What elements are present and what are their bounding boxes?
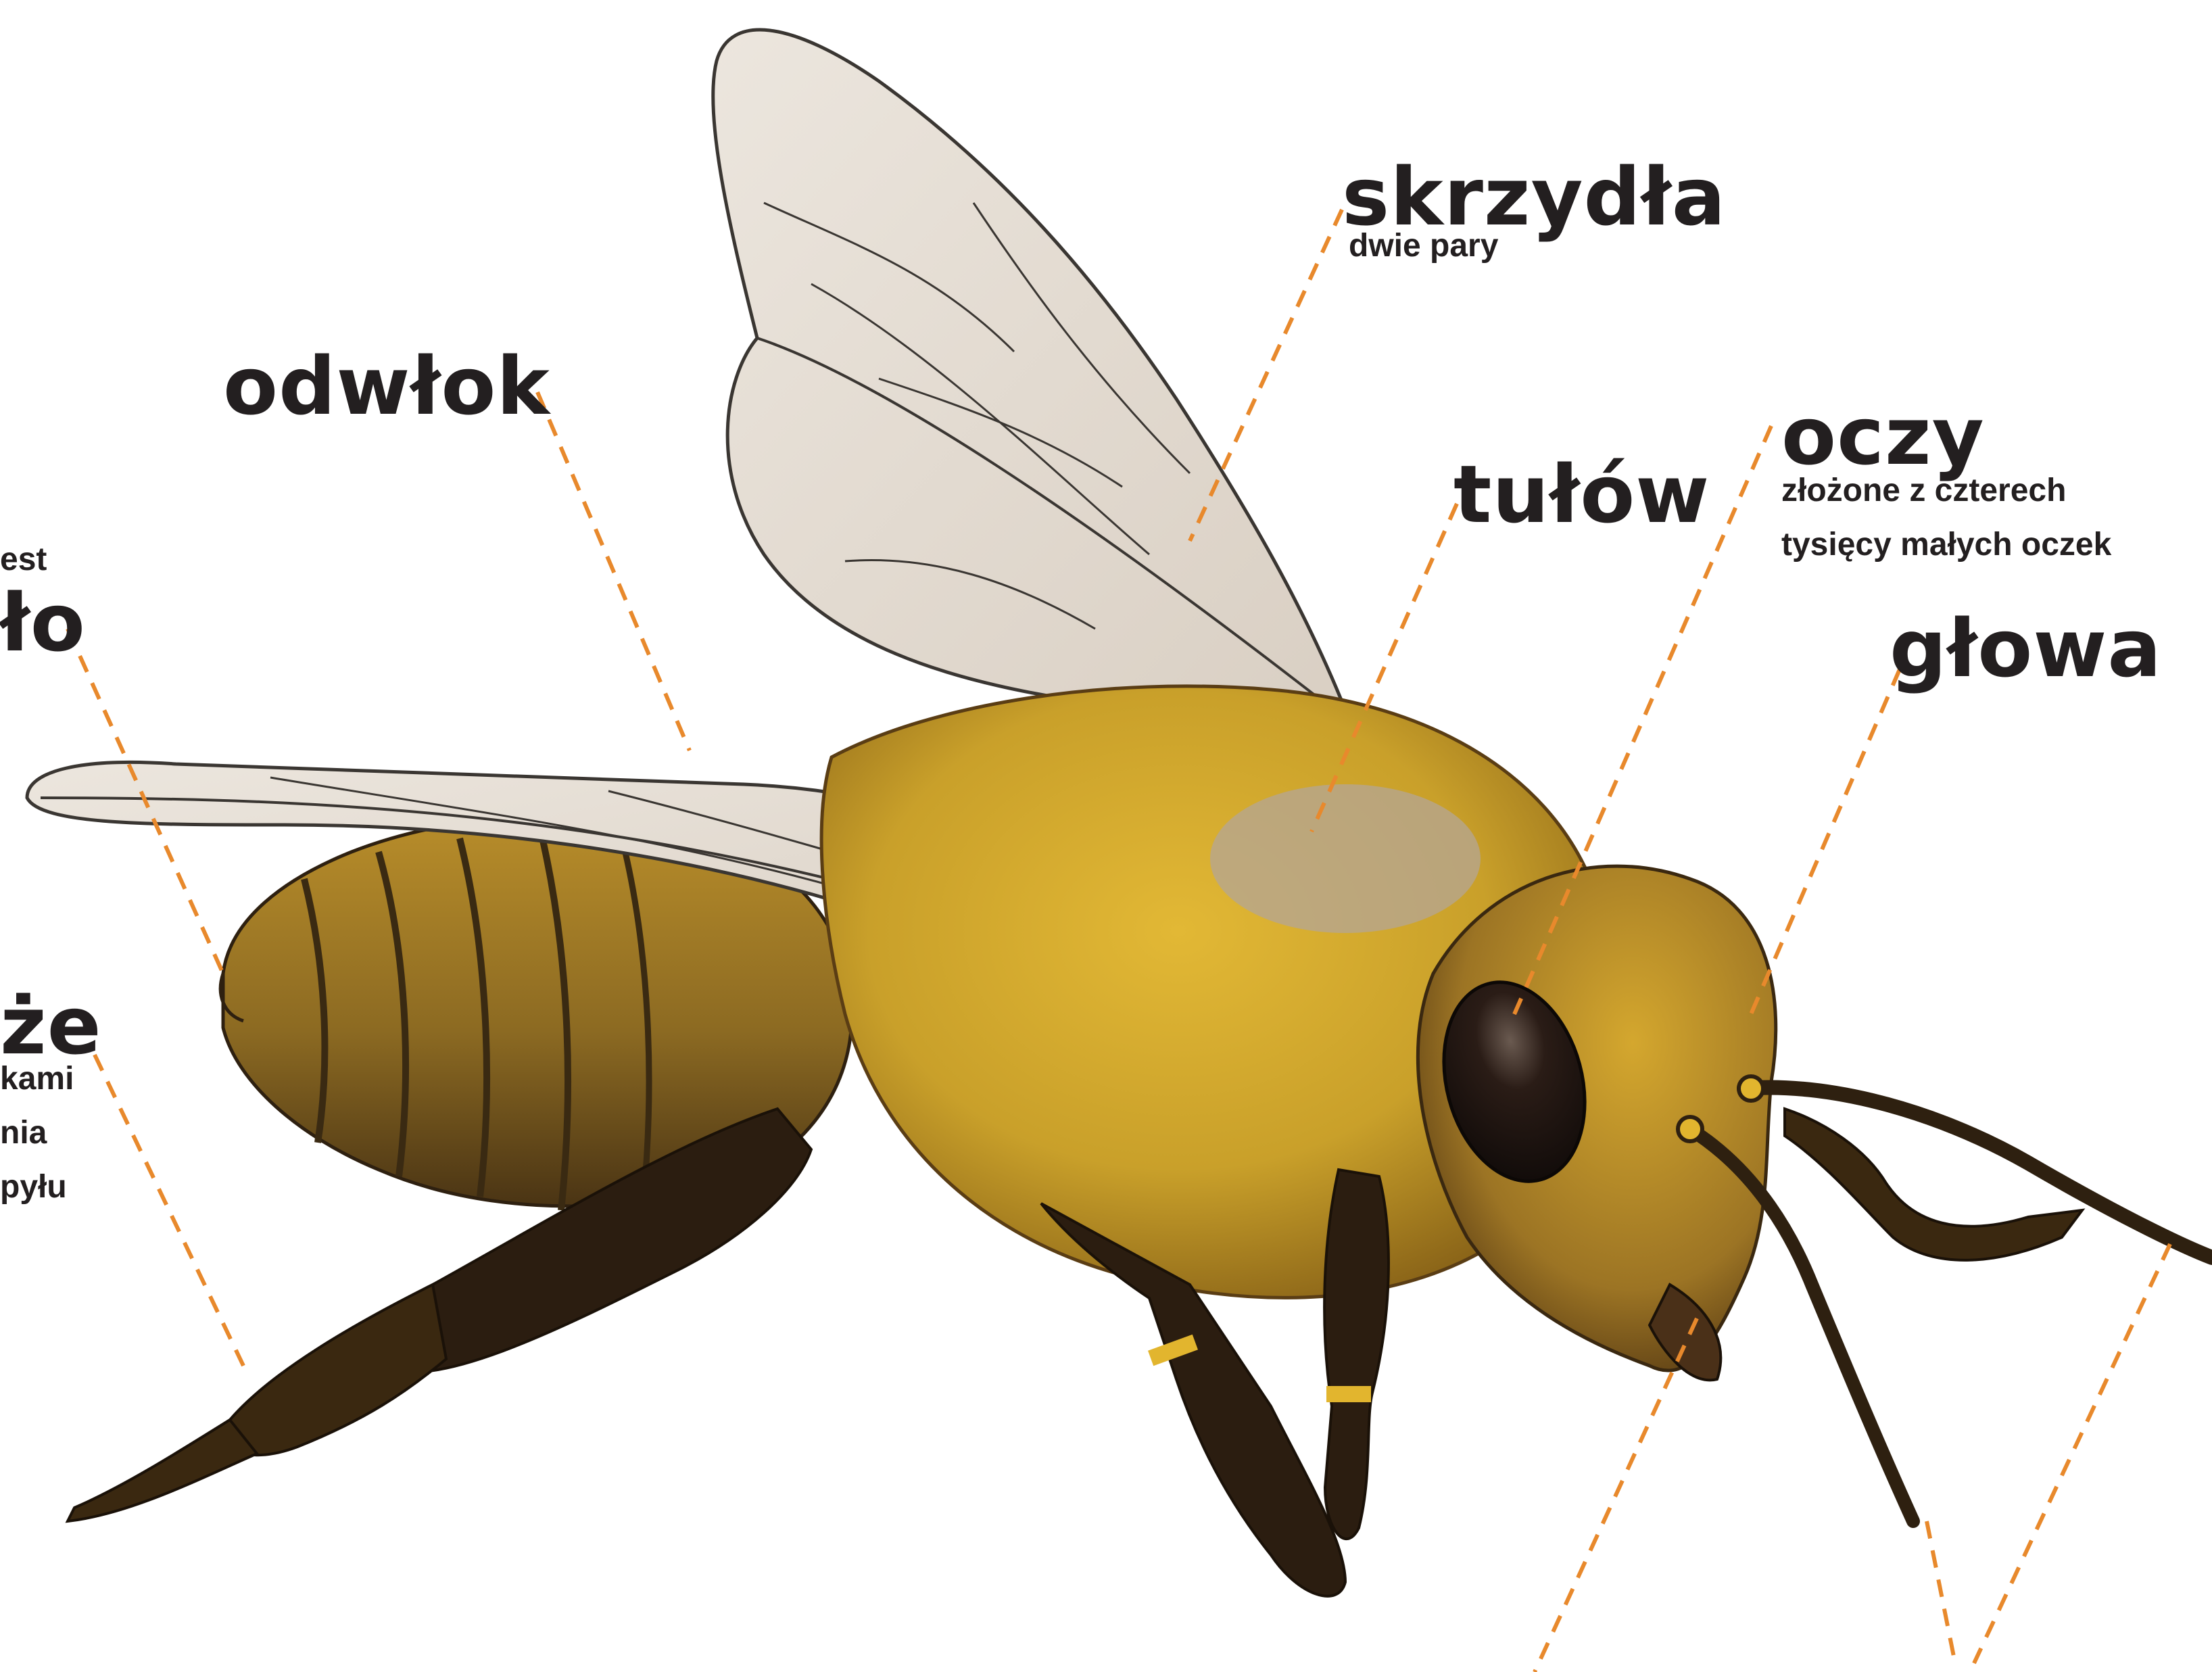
- wing-upper: [713, 30, 1345, 718]
- leader-line-glowa: [1751, 669, 1900, 1014]
- head: [1418, 866, 1775, 1380]
- label-tulow: tułów: [1453, 454, 1710, 534]
- leader-line-skrzydla: [1190, 210, 1342, 541]
- leader-line-left-bottom: [95, 1055, 243, 1366]
- label-left-bottom-sub1: kami: [0, 1059, 74, 1099]
- label-left-top: ło: [0, 583, 86, 663]
- label-glowa: głowa: [1890, 608, 2162, 688]
- label-skrzydla: skrzydła: [1342, 157, 1726, 237]
- label-skrzydla-sub: dwie pary: [1349, 226, 1498, 266]
- leader-line-odwlok: [537, 392, 690, 750]
- leader-line-antenna-2: [1974, 1244, 2170, 1663]
- leader-line-antenna-1: [1927, 1521, 1954, 1656]
- label-odwlok: odwłok: [223, 346, 550, 426]
- label-left-bottom-sub3: pyłu: [0, 1167, 67, 1208]
- label-left-bottom: że: [0, 986, 102, 1066]
- label-left-top-sub: est: [0, 540, 47, 580]
- label-oczy-sub1: złożone z czterech: [1781, 471, 2066, 511]
- front-leg: [1324, 1170, 1389, 1539]
- label-oczy-sub2: tysięcy małych oczek: [1781, 525, 2111, 565]
- label-oczy: oczy: [1781, 396, 1985, 476]
- label-left-bottom-sub2: nia: [0, 1113, 47, 1153]
